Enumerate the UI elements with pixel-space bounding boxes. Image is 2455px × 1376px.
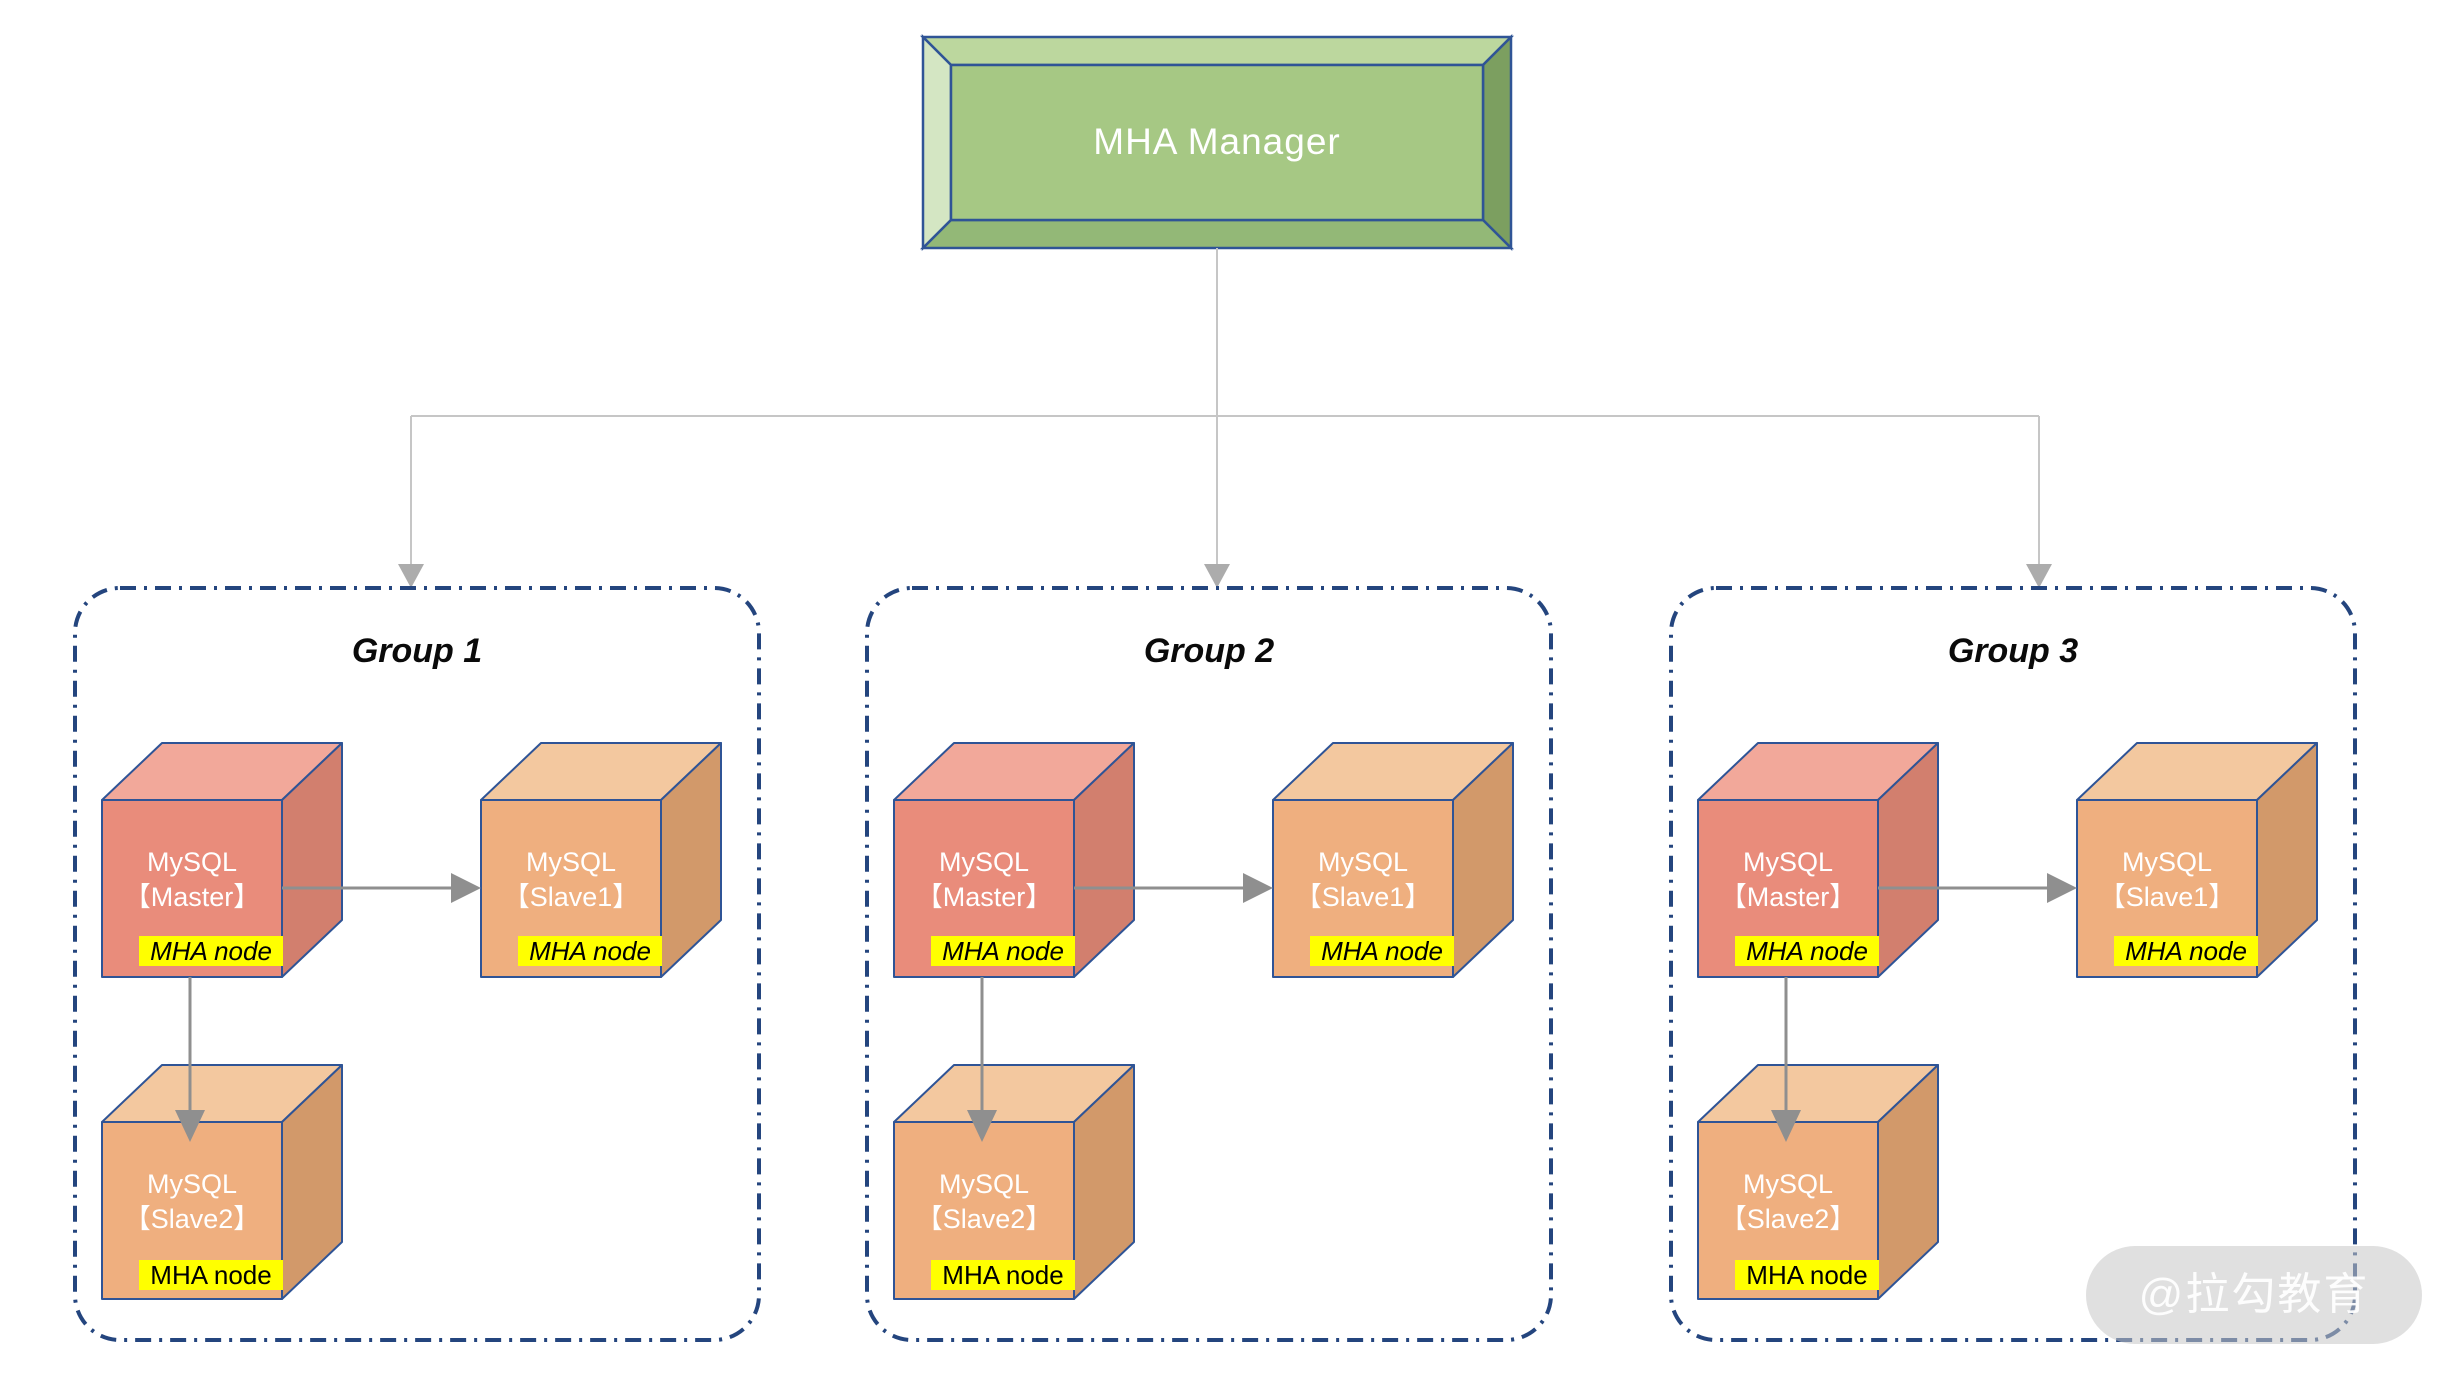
group2-slave1-badge: MHA node <box>1310 936 1454 966</box>
manager-bevel-top <box>919 35 1515 67</box>
group3-master-badge: MHA node <box>1735 936 1879 966</box>
group3-slave1-badge: MHA node <box>2114 936 2258 966</box>
node-name-line2: 【Slave2】 <box>1719 1204 1857 1234</box>
node-name-line1: MySQL <box>525 847 617 877</box>
group2-slave2-badge: MHA node <box>931 1260 1075 1290</box>
node-name-line2: 【Master】 <box>915 882 1053 912</box>
manager-bevel-left <box>921 33 953 252</box>
node-name-line1: MySQL <box>1317 847 1409 877</box>
group2-slave2-label: MySQL 【Slave2】 <box>894 1167 1074 1237</box>
group1-title: Group 1 <box>351 632 483 670</box>
group1-border <box>73 586 761 1342</box>
master-to-slave2-arrowhead <box>175 1110 205 1142</box>
master-to-slave2-arrowhead <box>967 1110 997 1142</box>
group1-slave2-label: MySQL 【Slave2】 <box>102 1167 282 1237</box>
group2-master-label: MySQL 【Master】 <box>894 845 1074 915</box>
group1-master-label: MySQL 【Master】 <box>102 845 282 915</box>
mha-manager-box <box>919 33 1515 252</box>
group2-master-badge: MHA node <box>931 936 1075 966</box>
node-name-line1: MySQL <box>1742 1169 1834 1199</box>
watermark-badge: @拉勾教育 <box>2086 1246 2422 1344</box>
group2-title: Group 2 <box>1143 632 1275 670</box>
group1-master-badge: MHA node <box>139 936 283 966</box>
node-name-line1: MySQL <box>146 1169 238 1199</box>
master-to-slave2-arrowhead <box>1771 1110 1801 1142</box>
group3-slave2-badge: MHA node <box>1735 1260 1879 1290</box>
manager-face <box>949 63 1485 222</box>
manager-bevel-right <box>1481 33 1513 252</box>
manager-bevel-bottom <box>919 218 1515 250</box>
arrowhead-group1 <box>398 564 424 588</box>
connector-arrowheads <box>398 564 2052 588</box>
node-name-line2: 【Slave1】 <box>2098 882 2236 912</box>
master-to-slave1-arrowhead <box>451 873 481 903</box>
group3-slave2-label: MySQL 【Slave2】 <box>1698 1167 1878 1237</box>
group1-slave2-badge: MHA node <box>139 1260 283 1290</box>
node-name-line1: MySQL <box>1742 847 1834 877</box>
manager-title: MHA Manager <box>1093 121 1341 162</box>
node-name-line1: MySQL <box>2121 847 2213 877</box>
arrowhead-group2 <box>1204 564 1230 588</box>
node-name-line1: MySQL <box>938 1169 1030 1199</box>
group3-border <box>1669 586 2357 1342</box>
node-name-line2: 【Slave1】 <box>502 882 640 912</box>
node-name-line2: 【Master】 <box>123 882 261 912</box>
arrowhead-group3 <box>2026 564 2052 588</box>
node-name-line2: 【Master】 <box>1719 882 1857 912</box>
node-name-line2: 【Slave1】 <box>1294 882 1432 912</box>
group2-slave1-label: MySQL 【Slave1】 <box>1273 845 1453 915</box>
group2-border <box>865 586 1553 1342</box>
group3-title: Group 3 <box>1947 632 2079 670</box>
master-to-slave1-arrowhead <box>1243 873 1273 903</box>
node-name-line1: MySQL <box>938 847 1030 877</box>
node-name-line1: MySQL <box>146 847 238 877</box>
master-to-slave1-arrowhead <box>2047 873 2077 903</box>
group1-slave1-label: MySQL 【Slave1】 <box>481 845 661 915</box>
node-name-line2: 【Slave2】 <box>915 1204 1053 1234</box>
group1-slave1-badge: MHA node <box>518 936 662 966</box>
group3-master-label: MySQL 【Master】 <box>1698 845 1878 915</box>
group3-shapes <box>1669 586 2357 1342</box>
manager-connectors <box>410 248 2040 566</box>
group3-slave1-label: MySQL 【Slave1】 <box>2077 845 2257 915</box>
node-name-line2: 【Slave2】 <box>123 1204 261 1234</box>
